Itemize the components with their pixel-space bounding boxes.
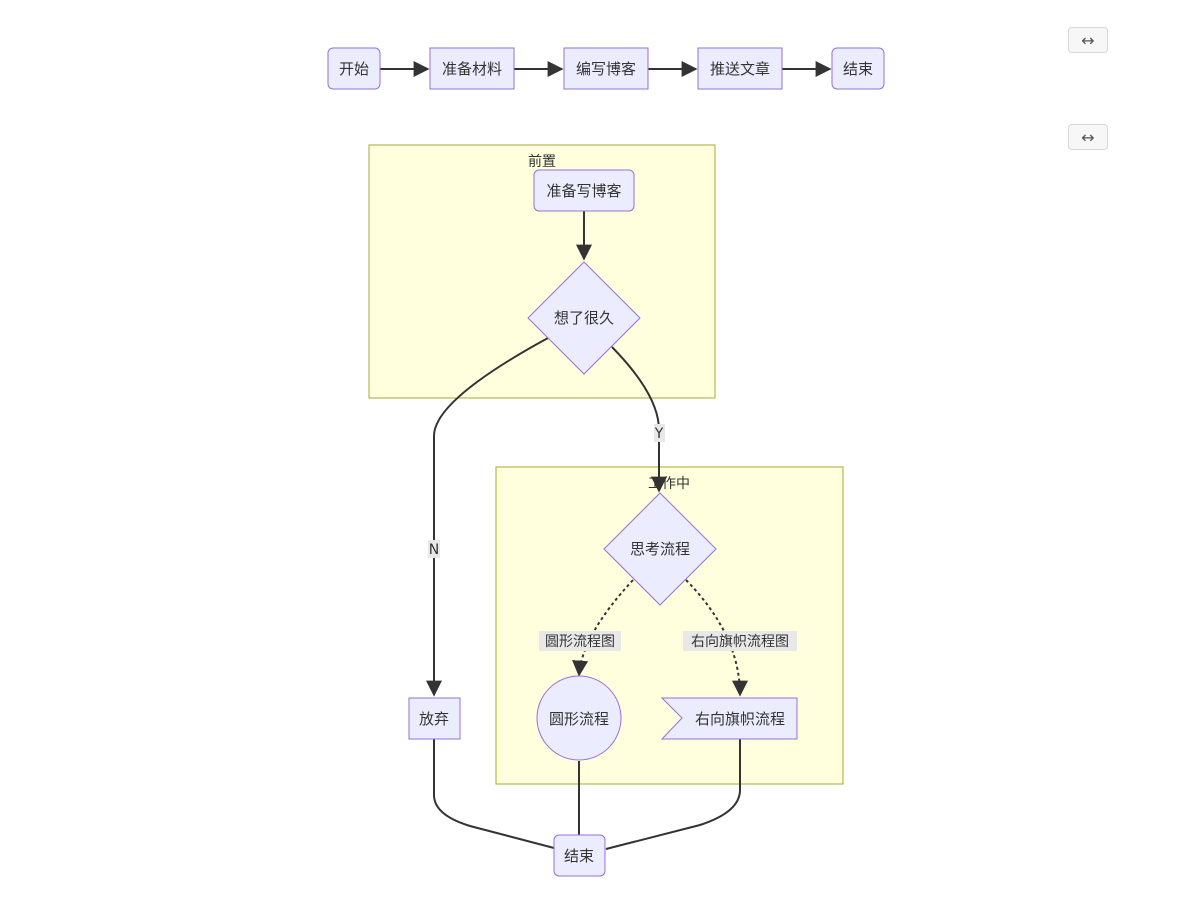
node-label: 结束 [564,847,594,865]
edge-label-no: N [428,540,440,558]
edge-label-circle-chart: 圆形流程图 [539,631,621,651]
node-flag[interactable]: 右向旗帜流程 [660,697,798,740]
edge-label-flag-chart: 右向旗帜流程图 [683,631,797,651]
edge-label: 圆形流程图 [545,634,615,650]
flow1-node-push-article[interactable]: 推送文章 [697,47,783,90]
node-circle[interactable]: 圆形流程 [536,675,622,761]
edge-label: Y [654,426,664,442]
node-label: 准备写博客 [546,182,621,200]
node-give-up[interactable]: 放弃 [408,697,461,740]
node-label: 思考流程 [630,540,690,558]
flow1-node-prepare-materials[interactable]: 准备材料 [429,47,515,90]
cluster-title: 工作中 [648,476,690,492]
node-label: 编写博客 [576,60,636,78]
edge-label: N [429,542,439,558]
edge-no [426,337,549,697]
edge-label-yes: Y [654,424,665,442]
expand-horizontal-icon[interactable]: ↔ [1068,27,1108,53]
edge-giveup-to-end [433,739,555,849]
node-label: 圆形流程 [549,710,609,728]
node-label: 推送文章 [710,60,770,78]
flow2-edges [426,211,748,850]
node-label: 开始 [339,60,369,78]
cluster-title: 前置 [528,153,556,170]
edge-flag-to-end [605,739,741,850]
node-prepare-blog[interactable]: 准备写博客 [533,169,635,212]
flow1-node-end[interactable]: 结束 [831,47,885,90]
edge-label: 右向旗帜流程图 [691,634,789,650]
node-label: 结束 [843,60,873,78]
node-label: 想了很久 [554,309,614,327]
node-label: 右向旗帜流程 [695,710,785,728]
expand-horizontal-icon[interactable]: ↔ [1068,124,1108,150]
node-think-process[interactable]: 思考流程 [603,492,717,606]
node-end[interactable]: 结束 [553,834,606,877]
edge-circle [572,579,634,677]
flow1-node-start[interactable]: 开始 [327,47,381,90]
node-think-long[interactable]: 想了很久 [527,261,641,375]
node-label: 准备材料 [442,60,502,78]
flow1-node-write-blog[interactable]: 编写博客 [563,47,649,90]
node-label: 放弃 [419,710,449,728]
